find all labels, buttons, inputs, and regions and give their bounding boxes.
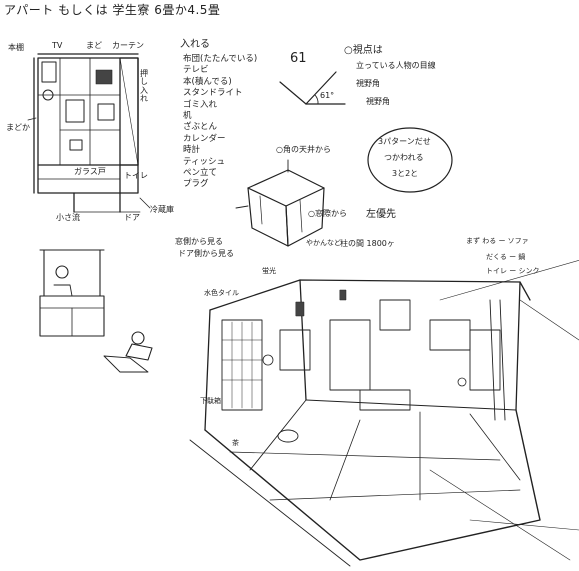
label-glass-door: ガラス戸: [74, 167, 106, 176]
label-desk: まどか: [6, 123, 30, 132]
item-9: ティッシュ: [183, 156, 225, 167]
right-note-2: だくる ー 鍋: [486, 253, 526, 261]
room-label-kettle: やかんなど: [306, 239, 341, 247]
room-label-tile: 水色タイル: [204, 289, 239, 297]
view-note-2: 立っている人物の目線: [356, 61, 436, 70]
angle-label: 61: [290, 51, 307, 66]
item-0: 布団(たたんでいる): [183, 54, 258, 64]
height-label: 柱の間 1800ヶ: [340, 239, 395, 248]
label-door: ドア: [124, 213, 140, 222]
item-10: ペン立て: [183, 168, 218, 179]
label-closet: 押し入れ: [140, 69, 148, 104]
viewpoint-cube: [235, 159, 325, 247]
right-note-3: トイレ ー シンク: [486, 267, 540, 275]
label-tv: TV: [52, 41, 63, 50]
label-curtain: カーテン: [112, 41, 144, 50]
items-header: 入れる: [180, 39, 210, 50]
bubble-line-1: 3パターンだせ: [378, 137, 431, 146]
item-4: ゴミ入れ: [183, 99, 218, 110]
angle-inner-label: 61°: [320, 91, 335, 100]
item-6: ざぶとん: [183, 122, 218, 133]
cube-note-side: ○窓際から: [308, 209, 347, 218]
bubble-line-2: つかわれる: [384, 153, 424, 162]
character-sketches: [39, 249, 153, 373]
view-note-4: 視野角: [366, 97, 390, 106]
item-7: カレンダー: [183, 133, 226, 144]
room-perspective: [189, 259, 579, 567]
label-sink: 小さ流: [56, 213, 80, 222]
floor-plan: [27, 53, 151, 213]
view-note-3: 視野角: [356, 79, 380, 88]
item-3: スタンドライト: [183, 88, 243, 99]
view-note-1: ○視点は: [344, 45, 383, 56]
items-list: 布団(たたんでいる)テレビ本(積んでる)スタンドライトゴミ入れ机ざぶとんカレンダ…: [183, 54, 257, 191]
item-8: 時計: [183, 145, 201, 156]
room-label-light: 蛍光: [262, 267, 276, 275]
cube-note-priority: 左優先: [366, 209, 396, 220]
right-note-1: まず わる ー ソファ: [466, 237, 529, 245]
label-window: まど: [86, 41, 102, 50]
item-2: 本(積んでる): [183, 76, 232, 87]
cube-note-top: ○角の天井から: [276, 145, 331, 154]
view-angle-diagram: [279, 71, 346, 105]
item-1: テレビ: [183, 65, 209, 76]
label-bookshelf: 本棚: [8, 43, 24, 52]
sheet-title: アパート もしくは 学生寮 6畳か4.5畳: [4, 3, 221, 17]
label-toilet: トイレ: [124, 171, 148, 180]
view-caption-door: ドア側から見る: [178, 249, 234, 258]
item-5: 机: [183, 111, 192, 122]
label-fridge: 冷蔵庫: [150, 205, 174, 214]
room-label-mat: 茶: [232, 439, 239, 447]
bubble-line-3: 3と2と: [392, 169, 419, 178]
item-11: プラグ: [183, 179, 209, 190]
note-bubble: [367, 127, 453, 193]
view-caption-window: 窓側から見る: [175, 237, 223, 246]
room-label-floor-note: 下駄箱: [200, 397, 221, 405]
